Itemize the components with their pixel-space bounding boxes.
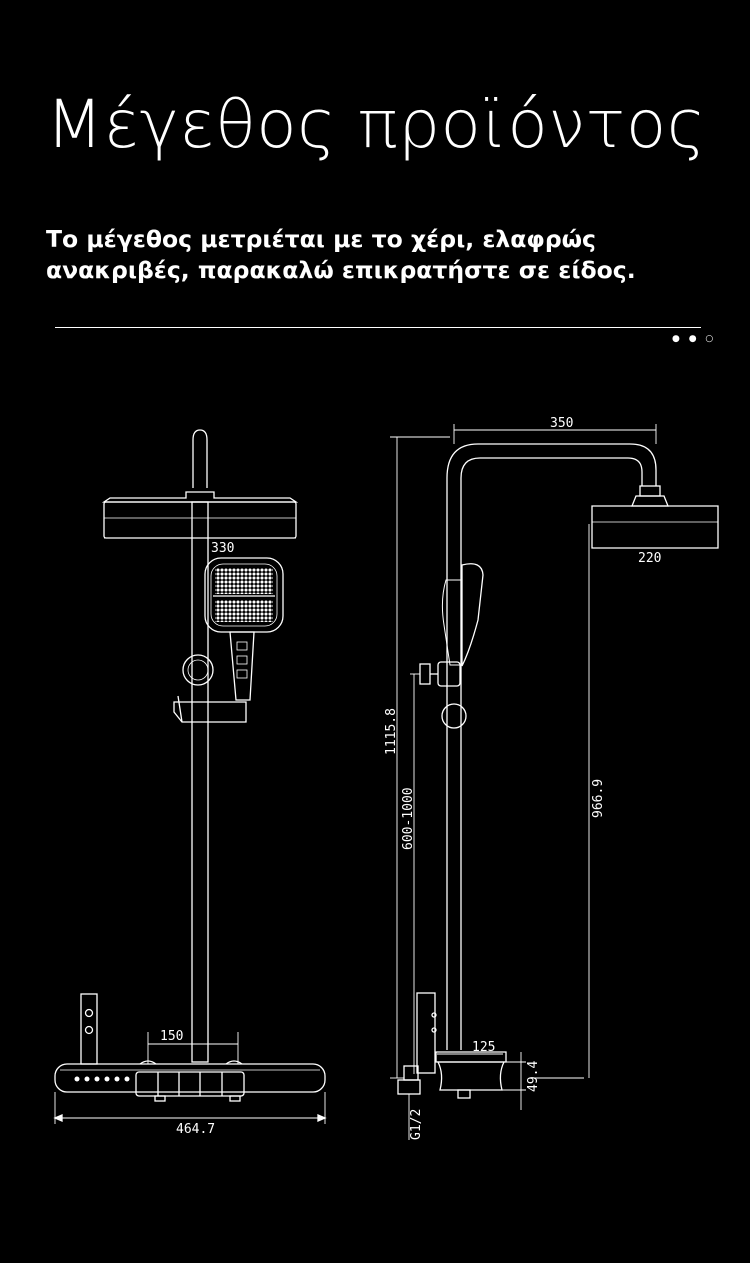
dim-220-label: 220 [638,551,661,566]
dim-49-label: 49.4 [526,1061,541,1092]
side-slide-knob [441,703,467,729]
side-valve-knob [437,661,461,687]
side-valve [80,993,98,1065]
front-control-buttons [135,1071,245,1097]
front-control-console [54,1063,326,1093]
side-shelf [435,1051,507,1063]
slide-bracket [173,701,247,723]
pager-dots: ● ● ○ [672,334,717,344]
hand-shower-handle [229,631,255,701]
page-subtitle: Το μέγεθος μετριέται με το χέρι, ελαφρώς… [46,225,636,284]
side-valve-box [416,992,436,1074]
side-arm-outer [446,443,657,1050]
front-showerhead [103,501,297,539]
front-showerhead-top [101,491,299,503]
dim-350-label: 350 [550,416,573,431]
side-showerhead [591,505,719,549]
hand-shower-holder [182,654,214,686]
side-arm-inner [460,457,643,1050]
dim-330-label: 330 [211,541,234,556]
title-divider [55,327,701,328]
dim-600-1000-label: 600-1000 [401,787,416,850]
side-hand-shower [461,563,484,667]
front-view: 330 150 464.7 [53,429,327,1137]
dim-125-label: 125 [472,1040,495,1055]
dim-966-label: 966.9 [591,779,606,818]
dim-150-label: 150 [160,1029,183,1044]
connector-label: G1/2 [409,1109,424,1140]
page-title: Μέγεθος προϊόντος [46,86,706,163]
dim-464-label: 464.7 [176,1122,215,1137]
side-base [436,1061,506,1091]
front-main-pipe [191,501,209,1063]
front-arm [192,429,208,488]
dim-1115-label: 1115.8 [384,708,399,755]
side-view: 350 220 1115.8 600-1000 966.9 125 49.4 G… [384,416,719,1140]
